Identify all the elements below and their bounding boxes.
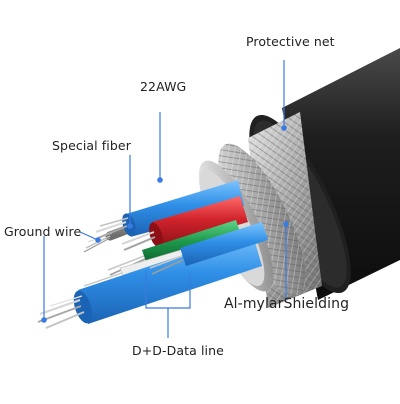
label-special-fiber: Special fiber xyxy=(52,138,131,153)
callout-dot-special-fiber xyxy=(127,223,133,229)
callout-dot-22awg xyxy=(157,177,163,183)
blue-wire-right xyxy=(149,222,268,275)
label-data-line: D+D-Data line xyxy=(132,343,224,358)
red-wire xyxy=(121,196,248,251)
callout-dot-ground-wire xyxy=(95,237,101,243)
label-ground-wire: Ground wire xyxy=(4,224,82,239)
label-22awg: 22AWG xyxy=(140,79,187,94)
label-protective-net: Protective net xyxy=(246,34,335,49)
callout-dot-ground-wire-2 xyxy=(41,317,47,323)
callout-dot-mylar xyxy=(283,221,289,227)
callout-ground-wire xyxy=(79,231,99,241)
callout-lines xyxy=(41,60,289,338)
callout-dot-protective-net xyxy=(281,125,287,131)
label-mylar-shielding: Al-mylarShielding xyxy=(224,296,350,312)
